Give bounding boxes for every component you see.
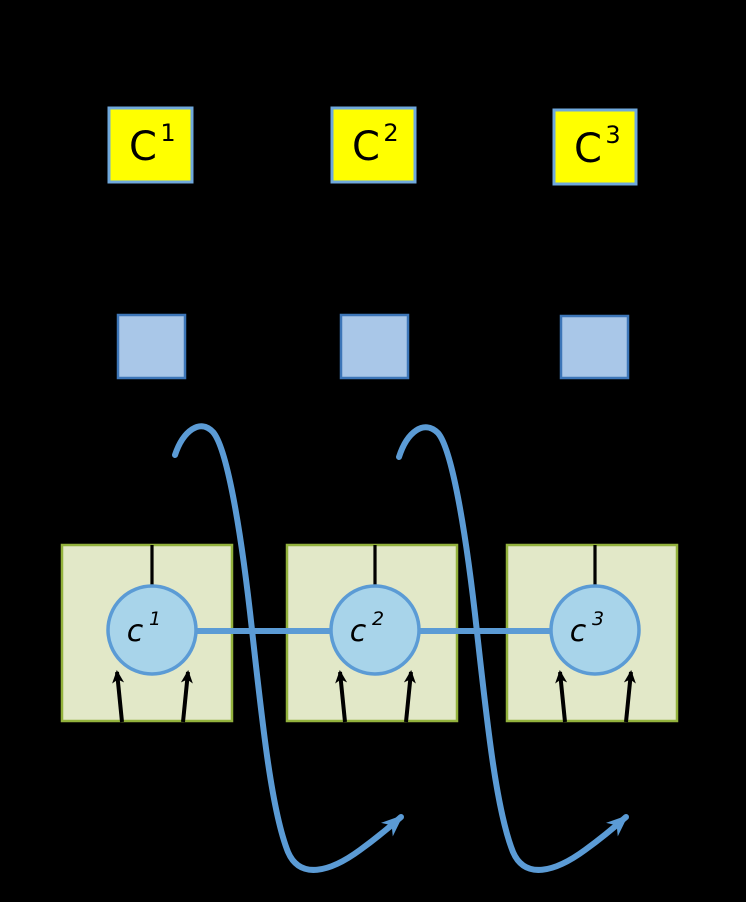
cell-input-arrow-3a bbox=[555, 670, 568, 723]
cell-input-arrow-3b bbox=[623, 670, 636, 723]
output-box-label-1-base: C bbox=[129, 124, 157, 170]
output-box-label-3-sup: 3 bbox=[605, 121, 620, 149]
output-box-label-1-sup: 1 bbox=[160, 119, 175, 147]
output-box-label-3-base: C bbox=[574, 126, 602, 172]
cell-circle-label-2-sup: 2 bbox=[372, 608, 384, 630]
cell-input-arrow-2b bbox=[403, 670, 416, 723]
cell-circle-label-2-base: c bbox=[350, 614, 367, 649]
cell-input-arrow-2a bbox=[335, 670, 348, 723]
hidden-square-3[interactable] bbox=[559, 314, 630, 380]
hidden-square-1[interactable] bbox=[116, 313, 187, 380]
cell-circle-3[interactable] bbox=[549, 584, 641, 676]
output-box-label-2-sup: 2 bbox=[383, 119, 398, 147]
cell-circle-2[interactable] bbox=[329, 584, 421, 676]
recurrent-arrow-2 bbox=[396, 424, 629, 873]
cell-circle-label-1-base: c bbox=[127, 614, 144, 649]
hidden-square-2[interactable] bbox=[339, 313, 410, 380]
cell-input-arrow-1b bbox=[180, 670, 193, 723]
cell-circle-label-3-base: c bbox=[570, 614, 587, 649]
recurrent-arrow-1 bbox=[172, 423, 404, 873]
output-box-label-2-base: C bbox=[352, 124, 380, 170]
output-box-2[interactable] bbox=[330, 106, 417, 184]
output-box-1[interactable] bbox=[107, 106, 194, 184]
cell-circle-label-3-sup: 3 bbox=[592, 608, 604, 630]
cell-circle-1[interactable] bbox=[106, 584, 198, 676]
cell-circle-label-1-sup: 1 bbox=[149, 608, 161, 630]
cell-input-arrow-1a bbox=[112, 670, 125, 723]
output-box-3[interactable] bbox=[552, 108, 638, 186]
